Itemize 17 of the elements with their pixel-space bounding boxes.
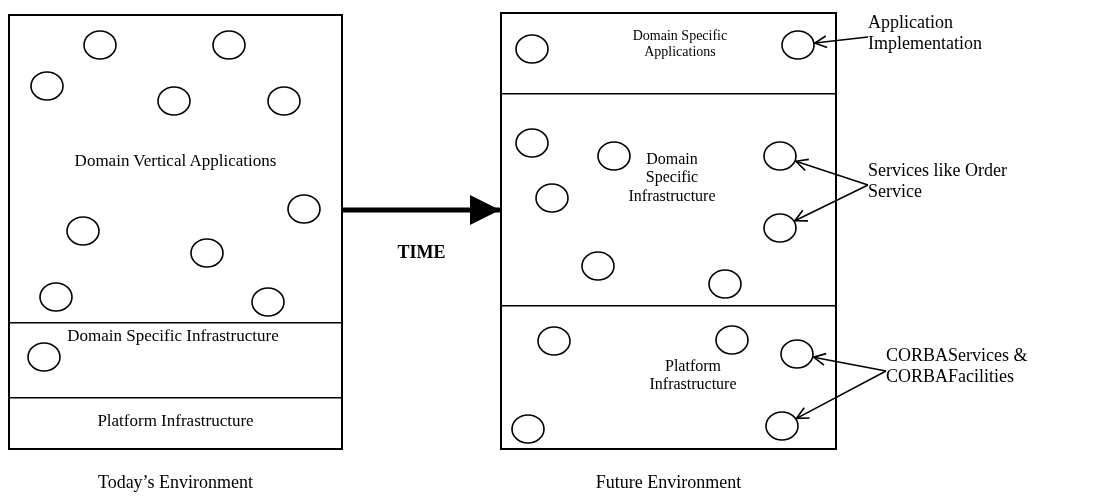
layer-label: Domain Specific Applications [631,28,729,61]
layer-label: Platform Infrastructure [96,411,255,431]
callout-arrow [794,184,869,222]
layer-label: Domain Vertical Applications [73,151,278,171]
environment-caption: Today’s Environment [96,472,255,493]
callout-arrow [812,352,887,372]
environment-caption: Future Environment [594,472,743,493]
callout-arrow [795,158,869,186]
callout-text: Services like Order Service [868,160,1008,202]
layer-label: Domain Specific Infrastructure [627,150,717,206]
callout-arrow [814,35,869,49]
arrow [343,195,500,225]
layer-label: Domain Specific Infrastructure [66,326,280,346]
callout-text: CORBAServices & CORBAFacilities [886,345,1029,387]
callout-text: Application Implementation [868,12,983,54]
layer-label: Platform Infrastructure [648,357,738,394]
callout-arrow [795,370,887,420]
